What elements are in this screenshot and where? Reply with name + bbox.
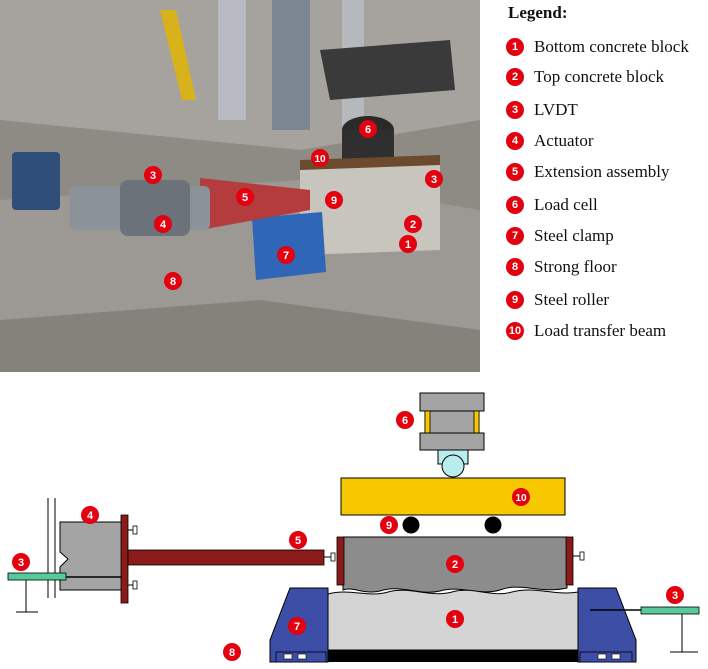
legend-item: 4 Actuator [506,130,593,152]
lvdt-left [7,572,122,613]
schematic-marker-label: 2 [452,559,458,571]
legend-item-label: Strong floor [534,257,617,276]
schematic-marker-label: 3 [672,590,678,602]
photo-marker-label: 7 [283,250,289,262]
schematic-marker-1: 1 [446,610,464,628]
photo-marker-2: 2 [404,215,422,233]
test-setup-photo: 3 3 4 5 6 10 9 2 1 7 8 [0,0,480,372]
schematic-marker-label: 6 [402,415,408,427]
photo-marker-label: 2 [410,219,416,231]
photo-marker-label: 3 [431,174,437,186]
photo-marker-9: 9 [325,191,343,209]
photo-illustration: 3 3 4 5 6 10 9 2 1 7 8 [0,0,480,372]
extension-assembly [127,549,336,566]
schematic-marker-label: 5 [295,535,301,547]
photo-marker-1: 1 [399,235,417,253]
legend-item-label: Steel roller [534,290,610,309]
load-cell [419,392,485,478]
photo-marker-8: 8 [164,272,182,290]
legend-item: 3 LVDT [506,99,578,121]
legend-item-number: 5 [506,163,524,181]
legend-item: 7 Steel clamp [506,225,614,247]
photo-marker-10: 10 [311,149,329,167]
photo-marker-6: 6 [359,120,377,138]
schematic-marker-7: 7 [288,617,306,635]
legend-title: Legend: [508,3,568,22]
legend-item-label: Extension assembly [534,162,670,181]
legend-item: 6 Load cell [506,194,598,216]
legend-item-label: Load cell [534,195,598,214]
schematic-marker-8: 8 [223,643,241,661]
photo-strong-floor-rail [0,300,480,372]
photo-extension-assembly [200,178,310,230]
legend-item: 5 Extension assembly [506,161,670,183]
photo-reaction-beam [320,40,455,100]
schematic-marker-label: 1 [452,614,458,626]
photo-marker-label: 8 [170,276,176,288]
legend-item-number: 9 [506,291,524,309]
lvdt-right [590,606,700,653]
legend-item-label: Actuator [534,131,594,150]
photo-marker-label: 10 [314,154,326,165]
photo-marker-5: 5 [236,188,254,206]
legend-item-label: LVDT [534,100,578,119]
photo-marker-4: 4 [154,215,172,233]
schematic-marker-9: 9 [380,516,398,534]
photo-marker-label: 1 [405,239,411,251]
legend-item-label: Load transfer beam [534,321,667,340]
schematic-marker-6: 6 [396,411,414,429]
photo-actuator-body [120,180,190,236]
photo-marker-label: 3 [150,170,156,182]
schematic-marker-2: 2 [446,555,464,573]
schematic-marker-label: 7 [294,621,300,633]
schematic-marker-10: 10 [512,488,530,506]
photo-control-box [12,152,60,210]
photo-yellow-strip [160,10,196,100]
schematic-marker-label: 8 [229,647,235,659]
legend-item-number: 10 [506,322,524,340]
photo-marker-label: 9 [331,195,337,207]
legend-item-number: 2 [506,68,524,86]
schematic-svg: 6 10 9 4 5 2 3 3 1 7 8 [7,392,700,663]
schematic-marker-label: 10 [515,493,527,504]
steel-clamp-right [577,587,637,663]
photo-marker-3a: 3 [144,166,162,184]
legend-item: 10 Load transfer beam [506,320,666,342]
legend-item-number: 1 [506,38,524,56]
photo-concrete-blocks [300,160,440,255]
schematic-marker-4: 4 [81,506,99,524]
photo-column-mid [272,0,310,130]
steel-roller-right [484,516,502,534]
schematic-marker-label: 3 [18,557,24,569]
photo-marker-label: 6 [365,124,371,136]
legend-item-label: Top concrete block [534,67,665,86]
schematic-diagram: 6 10 9 4 5 2 3 3 1 7 8 [0,372,708,664]
photo-load-transfer-beam [300,155,440,170]
legend-item: 2 Top concrete block [506,66,664,88]
steel-roller-left [402,516,420,534]
legend-item-label: Bottom concrete block [534,37,689,56]
schematic-marker-label: 4 [87,510,94,522]
legend-item: 8 Strong floor [506,256,617,278]
legend-item-number: 4 [506,132,524,150]
schematic-marker-3-right: 3 [666,586,684,604]
photo-marker-label: 4 [160,219,167,231]
legend-item-number: 3 [506,101,524,119]
photo-steel-clamp [252,212,326,280]
schematic-marker-label: 9 [386,520,392,532]
legend-item-number: 6 [506,196,524,214]
photo-marker-label: 5 [242,192,248,204]
photo-marker-3b: 3 [425,170,443,188]
legend-panel: Legend: 1 Bottom concrete block 2 Top co… [506,0,708,372]
legend-item-label: Steel clamp [534,226,614,245]
photo-column-left [218,0,246,120]
legend-item: 9 Steel roller [506,289,609,311]
legend-item-number: 8 [506,258,524,276]
photo-marker-7: 7 [277,246,295,264]
legend-item-number: 7 [506,227,524,245]
load-transfer-beam [340,477,566,516]
schematic-marker-3-left: 3 [12,553,30,571]
schematic-marker-5: 5 [289,531,307,549]
legend-item: 1 Bottom concrete block [506,36,689,58]
